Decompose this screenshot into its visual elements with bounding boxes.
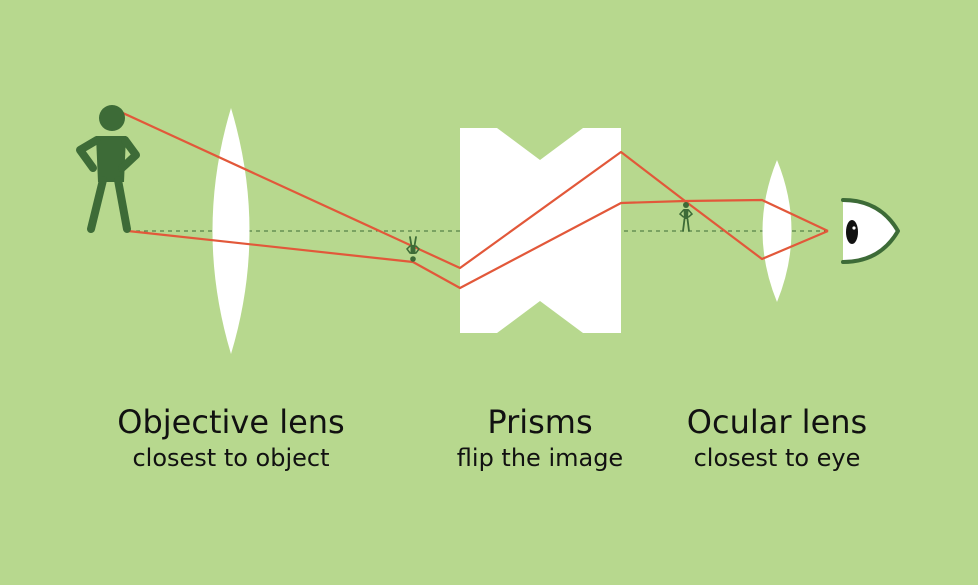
- inverted-person-icon: [406, 236, 420, 262]
- objective-lens-label: Objective lens closest to object: [81, 404, 381, 472]
- light-rays: [111, 107, 829, 290]
- prisms-title: Prisms: [487, 403, 593, 441]
- standing-person-icon: [76, 105, 140, 233]
- eye-icon: [841, 198, 900, 264]
- ocular-lens-title: Ocular lens: [686, 403, 868, 441]
- objective-lens-subtitle: closest to object: [132, 443, 330, 472]
- ocular-lens-shape: [762, 160, 792, 302]
- objective-lens-title: Objective lens: [117, 403, 345, 441]
- prisms-label: Prisms flip the image: [390, 404, 690, 472]
- ray-from-feet: [127, 199, 829, 290]
- ray-from-head: [111, 107, 829, 270]
- prisms-subtitle: flip the image: [456, 443, 624, 472]
- ocular-lens-subtitle: closest to eye: [693, 443, 861, 472]
- ocular-lens-label: Ocular lens closest to eye: [627, 404, 927, 472]
- upright-person-icon: [678, 202, 694, 232]
- prism-shape: [460, 128, 621, 333]
- objective-lens-shape: [212, 108, 250, 354]
